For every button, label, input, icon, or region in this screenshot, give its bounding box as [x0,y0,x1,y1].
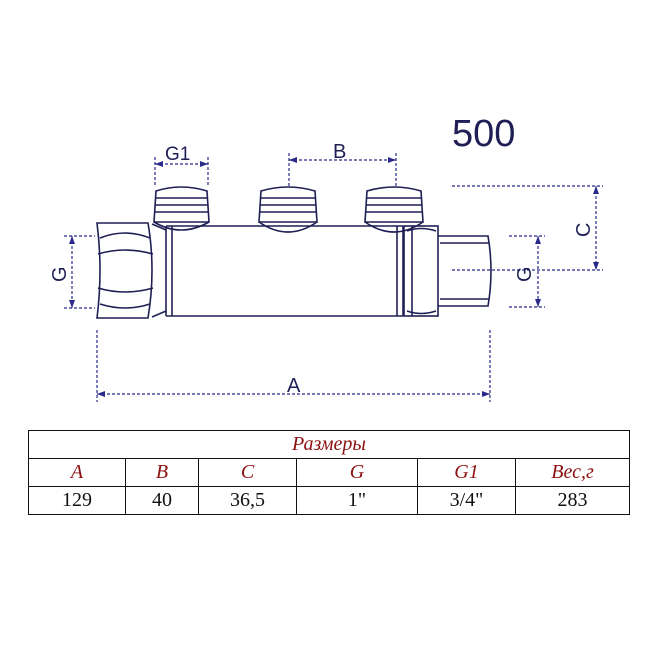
outlet-2 [258,186,318,233]
table-header-row: A B C G G1 Вес,г [28,458,630,487]
header-b: B [125,458,199,487]
header-weight: Вес,г [515,458,630,487]
table-value-row: 129 40 36,5 1" 3/4" 283 [28,486,630,515]
value-b: 40 [125,486,199,515]
manifold-body [165,225,404,317]
label-c: C [573,223,595,237]
header-c: C [198,458,297,487]
model-number: 500 [452,113,516,155]
table-title: Размеры [28,430,630,459]
value-g1: 3/4" [417,486,516,515]
dimensions-table: Размеры A B C G G1 Вес,г 129 40 36,5 1" … [28,430,630,515]
label-g1: G1 [165,144,190,165]
right-fitting [403,225,492,317]
manifold-drawing: G1 B G G C A [49,141,603,402]
label-a: A [287,375,301,397]
left-nut [96,222,167,319]
outlet-3 [364,186,424,233]
value-weight: 283 [515,486,630,515]
label-g-right: G [514,266,536,282]
table-title-row: Размеры [28,430,630,459]
value-c: 36,5 [198,486,297,515]
label-g-left: G [49,266,71,282]
label-b: B [333,141,346,163]
outlet-1 [153,186,210,231]
value-a: 129 [28,486,126,515]
header-g: G [296,458,418,487]
value-g: 1" [296,486,418,515]
header-g1: G1 [417,458,516,487]
header-a: A [28,458,126,487]
